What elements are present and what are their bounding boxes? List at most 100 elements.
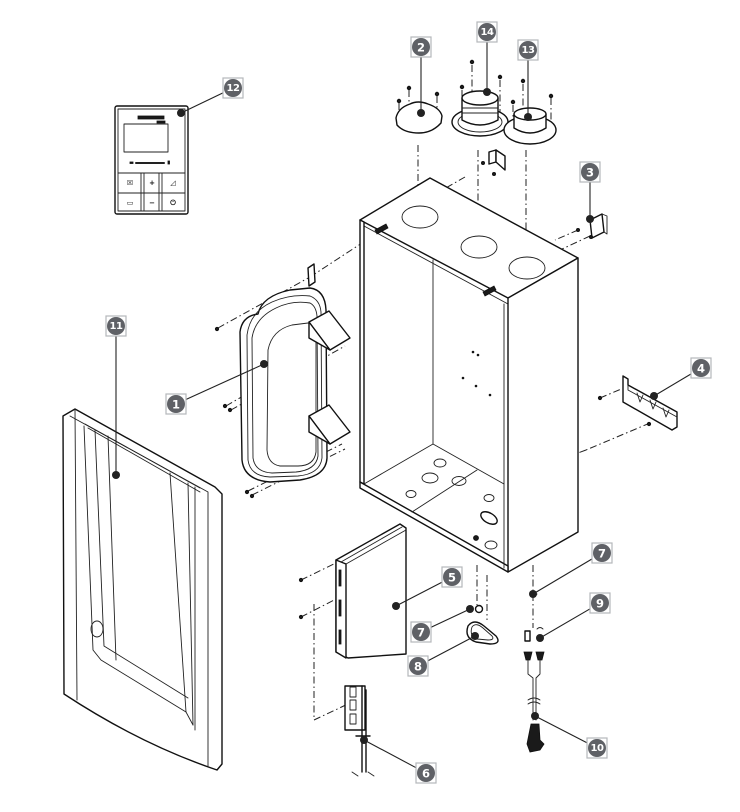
screw-icon [434, 91, 440, 97]
axis-line-control-box [300, 560, 341, 581]
callout-anchor-dot [392, 602, 400, 610]
housing-wall-hole [476, 353, 480, 357]
housing-top-hole-1 [401, 205, 439, 229]
housing-floor-back [363, 443, 434, 485]
tank-face [266, 322, 317, 467]
axis-line-tank [217, 276, 311, 329]
screw-icon [244, 489, 250, 495]
callout-anchor-dot [417, 109, 425, 117]
front-cover-recess-inner [94, 429, 189, 699]
callout-leader-line [653, 372, 693, 397]
housing-floor-hole [483, 494, 495, 502]
callout-anchor-dot [531, 712, 539, 720]
housing-floor-hole [433, 458, 447, 468]
callout-badge [417, 764, 435, 782]
cover-plate-body [395, 101, 443, 134]
callout-number: 13 [522, 45, 535, 56]
terminal-slot [349, 713, 357, 725]
housing-wall-hole [471, 350, 475, 354]
callout-leader-line [534, 715, 589, 744]
axis-line-wall-bracket [599, 386, 627, 399]
screw-icon [459, 84, 465, 90]
screw-icon [396, 98, 402, 104]
axis-line-bracket-3 [554, 229, 579, 241]
housing-floor-right [432, 443, 505, 485]
callout-number: 3 [586, 166, 594, 180]
callout-pump-motor-assembly: 14 [476, 21, 498, 96]
callout-right-mounting-bracket: 3 [579, 161, 601, 223]
controller-button-power: ⏻ [170, 199, 176, 207]
callout-power-cable-plug: 10 [531, 712, 608, 759]
power-cable [527, 659, 541, 721]
callout-anchor-dot [529, 590, 537, 598]
controller-indicator-left [129, 161, 134, 164]
wall-bracket-lip [627, 384, 678, 418]
control-box-vent [338, 629, 342, 645]
controller-button-plus: + [149, 179, 155, 187]
front-cover-top-groove [84, 423, 201, 489]
callout-badge [692, 359, 710, 377]
cable-gland-left [474, 604, 484, 614]
axis-line-wiring [313, 702, 351, 721]
tank-outer-shell [239, 287, 328, 483]
front-cover-top-groove [87, 427, 201, 493]
controller-body [114, 105, 189, 215]
callout-number: 11 [110, 321, 123, 332]
callout-leader-line [363, 739, 418, 769]
controller-brand-sub [156, 120, 166, 124]
callout-number: 2 [417, 41, 425, 55]
callout-anchor-dot [177, 109, 185, 117]
front-cover-recess [83, 425, 194, 726]
screw-icon [298, 577, 304, 583]
axis-line-tank [251, 448, 346, 496]
axis-line-bracket [375, 176, 466, 229]
cable-gland-7 [474, 604, 484, 614]
axis-line-bracket-3 [559, 235, 591, 251]
control-box-vent [338, 599, 342, 617]
callout-terminal-block-wiring: 6 [360, 736, 437, 784]
front-cover-facet [187, 482, 194, 726]
housing-floor-seam [411, 469, 478, 513]
callout-user-interface-controller: 12 [177, 77, 244, 117]
callout-badge [107, 317, 125, 335]
control-box-top-edge [340, 526, 403, 563]
front-cover-outline [62, 408, 223, 771]
screw-icon [520, 78, 526, 84]
callout-badge [519, 41, 537, 59]
callout-leader-line [539, 607, 592, 639]
control-box-vent [338, 569, 342, 587]
callout-badge [409, 657, 427, 675]
housing-front-bottom [359, 481, 509, 573]
fuse-clip-9 [524, 630, 531, 642]
terminal-block-wiring [344, 685, 375, 777]
callout-number: 7 [598, 547, 606, 561]
callout-anchor-dot [260, 360, 268, 368]
callout-leader-line [184, 363, 265, 401]
callout-badge [593, 544, 611, 562]
housing-wall-hole [461, 376, 465, 380]
callout-leader-line [429, 608, 471, 629]
screw-icon [510, 99, 516, 105]
callout-wall-hanging-bracket: 4 [650, 357, 712, 400]
screw-icon [597, 395, 603, 401]
screw-icon [497, 74, 503, 80]
tank-shell-rib [246, 295, 323, 478]
screw-icon [589, 234, 594, 239]
pump-bracket [488, 149, 497, 165]
front-cover-left-edge [74, 408, 78, 701]
housing-floor-hole [405, 490, 417, 498]
callout-leader-line [532, 557, 594, 595]
callout-pipe-connector-large: 13 [517, 39, 539, 121]
callout-leader-line [395, 581, 444, 607]
housing-top-hole-2 [460, 235, 498, 259]
callout-front-cover: 11 [105, 315, 127, 479]
top-cover-plate [395, 85, 443, 134]
screw-icon [576, 227, 581, 232]
callout-badge [412, 38, 430, 56]
callout-number: 1 [172, 398, 180, 412]
axis-line-tank [309, 242, 363, 278]
callout-badge [478, 23, 496, 41]
callout-anchor-dot [650, 392, 658, 400]
callout-number: 7 [417, 626, 425, 640]
control-box-top-edge [345, 529, 407, 565]
